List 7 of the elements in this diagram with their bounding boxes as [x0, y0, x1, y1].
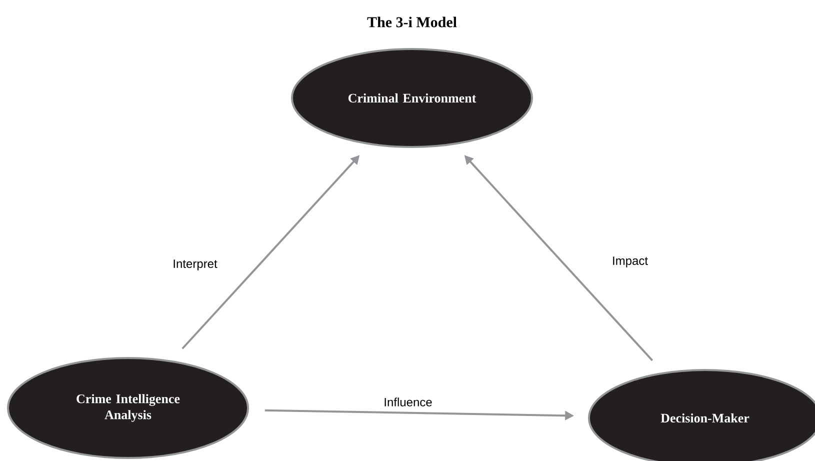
- ellipse-node: Crime Intelligence Analysis: [7, 357, 249, 459]
- ellipse-node: Decision-Maker: [588, 368, 815, 461]
- edge-label: Interpret: [174, 260, 218, 270]
- ellipse-node: Criminal Environment: [291, 48, 533, 148]
- edge-label: Influence: [384, 398, 432, 406]
- title: The 3-i Model: [367, 16, 457, 28]
- edge-label: Impact: [613, 256, 648, 268]
